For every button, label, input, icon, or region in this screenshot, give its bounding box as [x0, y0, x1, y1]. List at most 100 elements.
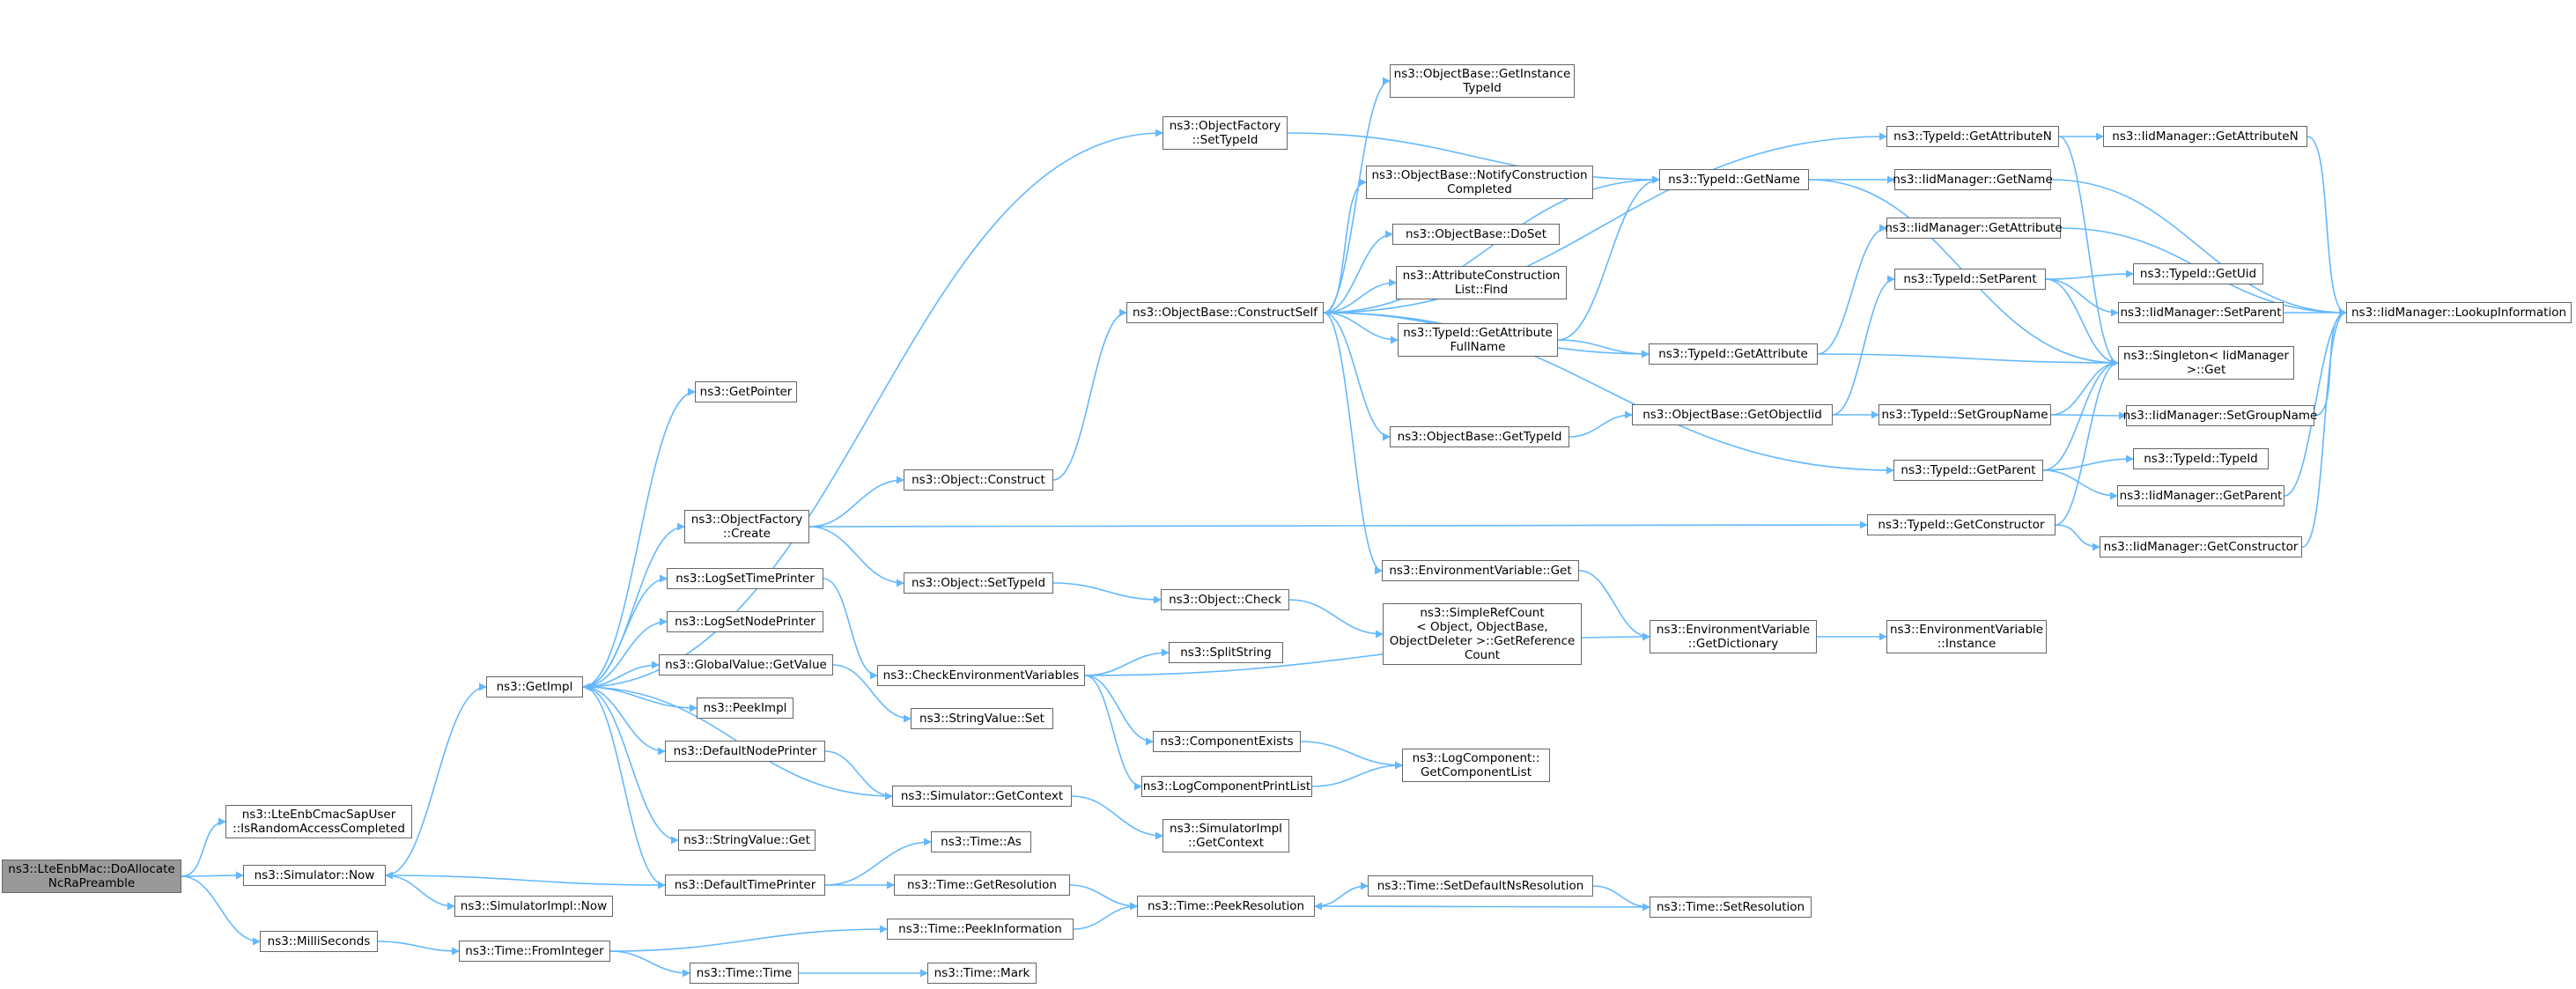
edge-typeIdSetParent-to-iidSetParent [2045, 278, 2119, 317]
edge-typeIdGetAttributeN-to-singletonGet [2058, 136, 2119, 367]
node-string-value-get[interactable]: ns3::StringValue::Get [678, 830, 816, 851]
node-type-id-get-uid[interactable]: ns3::TypeId::GetUid [2133, 263, 2263, 284]
node-iid-manager-get-attribute-n[interactable]: ns3::IidManager::GetAttributeN [2103, 126, 2307, 147]
node-root-do-allocate-nc-ra-preamble[interactable]: ns3::LteEnbMac::DoAllocate NcRaPreamble [2, 860, 181, 893]
node-iid-manager-lookup-information[interactable]: ns3::IidManager::LookupInformation [2346, 302, 2572, 323]
edge-timeFromInteger-to-timePeekInformation [609, 925, 888, 952]
edge-iidGetAttributeN-to-iidLookupInformation [2307, 136, 2347, 317]
node-string-value-set[interactable]: ns3::StringValue::Set [911, 708, 1053, 729]
node-iid-manager-set-group-name[interactable]: ns3::IidManager::SetGroupName [2123, 405, 2317, 426]
edge-getImpl-to-logSetNodePrinter [582, 617, 668, 688]
node-time-constructor[interactable]: ns3::Time::Time [690, 963, 799, 984]
node-get-instance-type-id[interactable]: ns3::ObjectBase::GetInstance TypeId [1390, 64, 1575, 98]
node-log-component-get-component-list[interactable]: ns3::LogComponent:: GetComponentList [1402, 749, 1550, 782]
node-is-random-access-completed[interactable]: ns3::LteEnbCmacSapUser ::IsRandomAccessC… [225, 805, 412, 838]
node-log-component-print-list[interactable]: ns3::LogComponentPrintList [1141, 776, 1312, 797]
edge-getImpl-to-defaultNodePrinter [582, 686, 666, 756]
edge-typeIdGetParent-to-iidGetParent [2042, 469, 2118, 500]
node-singleton-iid-manager-get[interactable]: ns3::Singleton< IidManager >::Get [2118, 346, 2294, 380]
node-log-set-node-printer[interactable]: ns3::LogSetNodePrinter [667, 611, 823, 632]
node-split-string[interactable]: ns3::SplitString [1169, 642, 1283, 663]
node-time-peek-information[interactable]: ns3::Time::PeekInformation [887, 919, 1074, 940]
edge-checkEnvVars-to-logComponentPrintList [1084, 675, 1142, 791]
node-construct-self[interactable]: ns3::ObjectBase::ConstructSelf [1126, 302, 1324, 323]
node-time-from-integer[interactable]: ns3::Time::FromInteger [459, 941, 610, 962]
node-simulator-now[interactable]: ns3::Simulator::Now [243, 865, 386, 886]
edge-objFactoryCreate-to-objectSetTypeId [808, 526, 904, 587]
node-environment-variable-get[interactable]: ns3::EnvironmentVariable::Get [1382, 560, 1579, 581]
node-type-id-get-attribute-full-name[interactable]: ns3::TypeId::GetAttribute FullName [1398, 323, 1558, 357]
node-environment-variable-instance[interactable]: ns3::EnvironmentVariable ::Instance [1886, 620, 2047, 653]
node-notify-construction-completed[interactable]: ns3::ObjectBase::NotifyConstruction Comp… [1366, 166, 1593, 199]
edge-iidGetParent-to-iidLookupInformation [2284, 308, 2347, 497]
edge-getImpl-to-objFactorySetTypeId [582, 129, 1163, 688]
node-time-as[interactable]: ns3::Time::As [931, 831, 1031, 852]
node-type-id-set-group-name[interactable]: ns3::TypeId::SetGroupName [1878, 404, 2051, 425]
edge-objectSetTypeId-to-objectCheck [1052, 582, 1162, 604]
node-environment-variable-get-dictionary[interactable]: ns3::EnvironmentVariable ::GetDictionary [1650, 620, 1817, 653]
node-object-set-type-id[interactable]: ns3::Object::SetTypeId [904, 572, 1053, 594]
edge-constructSelf-to-typeIdGetParent [1323, 312, 1894, 475]
node-type-id-get-attribute[interactable]: ns3::TypeId::GetAttribute [1649, 343, 1818, 365]
node-global-value-get-value[interactable]: ns3::GlobalValue::GetValue [659, 654, 833, 675]
node-log-set-time-printer[interactable]: ns3::LogSetTimePrinter [667, 568, 823, 589]
node-peek-impl[interactable]: ns3::PeekImpl [697, 697, 793, 719]
edge-typeIdGetAttributeFullName-to-typeIdGetAttribute [1557, 339, 1650, 358]
node-component-exists[interactable]: ns3::ComponentExists [1153, 731, 1301, 752]
node-attribute-construction-list-find[interactable]: ns3::AttributeConstruction List::Find [1396, 266, 1567, 299]
node-time-set-resolution[interactable]: ns3::Time::SetResolution [1650, 897, 1812, 918]
edge-typeIdSetParent-to-singletonGet [2045, 278, 2119, 367]
node-check-environment-variables[interactable]: ns3::CheckEnvironmentVariables [877, 665, 1085, 686]
node-iid-manager-get-constructor[interactable]: ns3::IidManager::GetConstructor [2100, 536, 2302, 557]
edge-timeSetDefaultNsResolution-to-timeSetResolution [1592, 885, 1650, 912]
node-iid-manager-get-attribute[interactable]: ns3::IidManager::GetAttribute [1885, 218, 2063, 239]
node-simulator-get-context[interactable]: ns3::Simulator::GetContext [892, 786, 1072, 807]
node-type-id-get-name[interactable]: ns3::TypeId::GetName [1659, 169, 1809, 190]
edge-typeIdSetParent-to-typeIdGetUid [2045, 269, 2134, 280]
node-type-id-set-parent[interactable]: ns3::TypeId::SetParent [1894, 269, 2046, 290]
edge-globalValueGetValue-to-stringValueSet [832, 664, 912, 723]
edge-defaultTimePrinter-to-simNow [385, 871, 666, 886]
node-time-peek-resolution[interactable]: ns3::Time::PeekResolution [1137, 896, 1315, 917]
node-object-check[interactable]: ns3::Object::Check [1161, 589, 1289, 610]
node-type-id-get-attribute-n[interactable]: ns3::TypeId::GetAttributeN [1886, 126, 2059, 147]
node-simulator-impl-now[interactable]: ns3::SimulatorImpl::Now [454, 896, 613, 917]
node-get-impl[interactable]: ns3::GetImpl [486, 676, 583, 697]
node-get-pointer[interactable]: ns3::GetPointer [695, 381, 797, 402]
edge-root-to-milliSeconds [181, 875, 261, 946]
edge-constructSelf-to-typeIdGetAttributeN [1323, 132, 1887, 314]
node-milli-seconds[interactable]: ns3::MilliSeconds [260, 931, 378, 952]
node-object-base-get-type-id[interactable]: ns3::ObjectBase::GetTypeId [1390, 426, 1569, 447]
node-default-node-printer[interactable]: ns3::DefaultNodePrinter [665, 741, 825, 762]
node-type-id-get-parent[interactable]: ns3::TypeId::GetParent [1893, 460, 2043, 481]
node-time-get-resolution[interactable]: ns3::Time::GetResolution [894, 875, 1070, 896]
edge-defaultNodePrinter-to-simGetContext [824, 750, 893, 801]
node-type-id-get-constructor[interactable]: ns3::TypeId::GetConstructor [1867, 514, 2056, 535]
edge-constructSelf-to-typeIdGetName [1323, 175, 1660, 314]
edge-checkEnvVars-to-componentExists [1084, 675, 1154, 746]
edge-root-to-isRandomAccess [181, 817, 226, 877]
node-type-id-type-id[interactable]: ns3::TypeId::TypeId [2133, 448, 2269, 469]
node-iid-manager-get-name[interactable]: ns3::IidManager::GetName [1893, 169, 2053, 190]
node-time-mark[interactable]: ns3::Time::Mark [927, 963, 1037, 984]
node-object-base-do-set[interactable]: ns3::ObjectBase::DoSet [1392, 224, 1560, 245]
edge-defaultTimePrinter-to-timeAs [824, 838, 932, 886]
node-object-construct[interactable]: ns3::Object::Construct [904, 469, 1053, 491]
edge-checkEnvVars-to-splitString [1084, 648, 1170, 676]
node-iid-manager-get-parent[interactable]: ns3::IidManager::GetParent [2117, 485, 2284, 506]
edge-simGetContext-to-simImplGetContext [1071, 795, 1163, 840]
node-object-factory-create[interactable]: ns3::ObjectFactory ::Create [684, 510, 809, 543]
edge-root-to-simNow [181, 871, 244, 880]
edge-constructSelf-to-attrConstructionListFind [1323, 278, 1397, 314]
edge-typeIdGetAttribute-to-singletonGet [1817, 353, 2119, 367]
edge-timeGetResolution-to-timePeekResolution [1069, 884, 1138, 911]
edge-timePeekInformation-to-timePeekResolution [1073, 902, 1138, 930]
node-time-set-default-ns-resolution[interactable]: ns3::Time::SetDefaultNsResolution [1368, 875, 1593, 897]
edge-typeIdGetAttributeFullName-to-typeIdGetName [1557, 175, 1660, 341]
node-iid-manager-set-parent[interactable]: ns3::IidManager::SetParent [2118, 302, 2284, 323]
node-object-factory-set-type-id[interactable]: ns3::ObjectFactory ::SetTypeId [1163, 116, 1288, 150]
node-simple-ref-count-get-reference-count[interactable]: ns3::SimpleRefCount < Object, ObjectBase… [1383, 603, 1582, 665]
node-simulator-impl-get-context[interactable]: ns3::SimulatorImpl ::GetContext [1163, 819, 1289, 852]
node-default-time-printer[interactable]: ns3::DefaultTimePrinter [665, 875, 825, 896]
node-object-base-get-object-iid[interactable]: ns3::ObjectBase::GetObjectIid [1632, 404, 1833, 425]
